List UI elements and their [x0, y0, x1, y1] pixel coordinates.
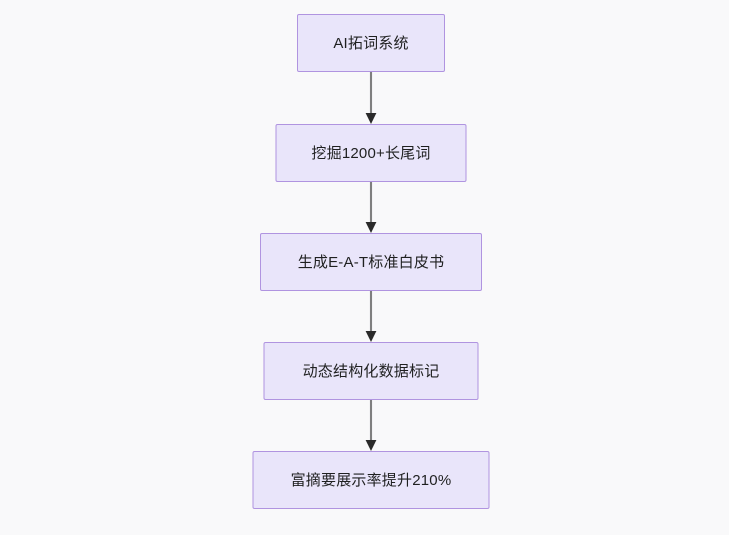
flowchart-node-label: 动态结构化数据标记 [302, 362, 440, 380]
flowchart-node-label: 生成E-A-T标准白皮书 [297, 253, 445, 271]
flowchart-node-label: 挖掘1200+长尾词 [311, 144, 431, 162]
flowchart-edge-n4-n5 [363, 400, 379, 451]
flowchart-node-longtail-keywords[interactable]: 挖掘1200+长尾词 [275, 124, 467, 182]
flowchart-edge-n2-n3 [363, 182, 379, 233]
flowchart-node-label: AI拓词系统 [333, 34, 409, 52]
flowchart-node-label: 富摘要展示率提升210% [290, 471, 452, 489]
flowchart-node-structured-data-markup[interactable]: 动态结构化数据标记 [263, 342, 479, 400]
flowchart-node-eat-whitepaper[interactable]: 生成E-A-T标准白皮书 [260, 233, 482, 291]
flowchart-node-rich-snippet-growth[interactable]: 富摘要展示率提升210% [252, 451, 490, 509]
flowchart-edge-n1-n2 [363, 72, 379, 124]
flowchart-edge-n3-n4 [363, 291, 379, 342]
flowchart-node-ai-keyword-system[interactable]: AI拓词系统 [297, 14, 445, 72]
